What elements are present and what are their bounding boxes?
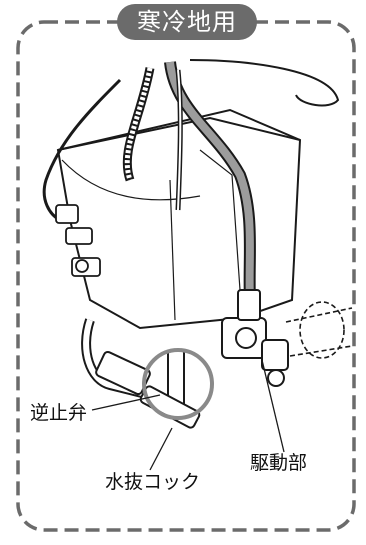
tank-fold-2	[199, 149, 241, 291]
left-fittings	[55, 204, 101, 277]
leader-check-valve	[91, 394, 161, 411]
wall-fitting-dashed	[285, 301, 353, 359]
dashed-frame	[16, 20, 356, 532]
lower-pipe-fill	[83, 319, 151, 398]
cable-left	[42, 78, 122, 222]
hose-thin-fill	[177, 69, 182, 211]
check-valve-label: 逆止弁	[30, 402, 88, 424]
title-badge	[117, 4, 257, 40]
highlight-ring	[142, 348, 214, 420]
cable-loop	[189, 59, 340, 107]
hose-corrugated-inner	[124, 67, 153, 181]
title-label: 寒冷地用	[137, 8, 237, 36]
tank-lid-edge	[61, 159, 201, 201]
tank-rim	[57, 116, 301, 151]
leader-drain-cock	[149, 427, 173, 471]
leader-drive-unit	[261, 359, 285, 453]
drive-unit-label: 駆動部	[250, 452, 308, 474]
drain-cock-label: 水抜コック	[105, 471, 201, 493]
tank-fold	[169, 179, 176, 321]
drive-unit	[221, 289, 289, 387]
